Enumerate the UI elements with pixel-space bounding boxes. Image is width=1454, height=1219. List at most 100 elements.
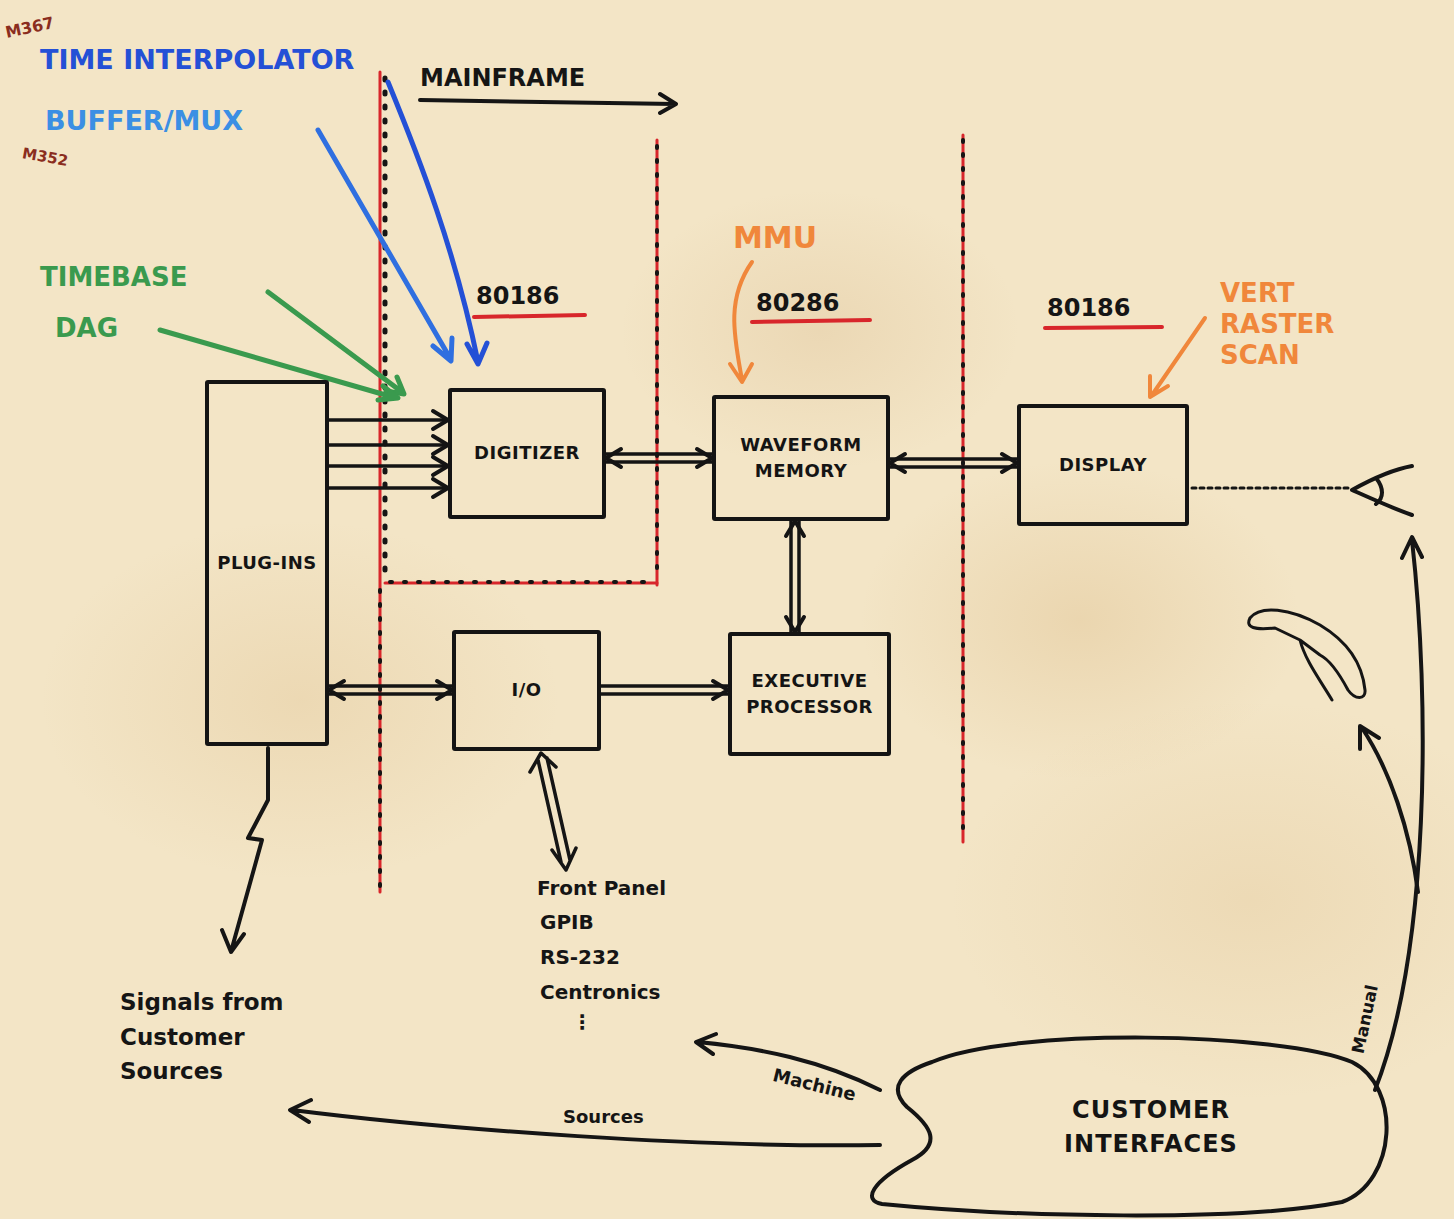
io-bus-arrow bbox=[530, 753, 576, 870]
signal-arrow bbox=[222, 748, 268, 952]
annotation-label: MAINFRAME bbox=[420, 64, 585, 93]
callout-arrow bbox=[388, 82, 487, 364]
bus-connector bbox=[786, 521, 804, 632]
connector-line bbox=[606, 460, 712, 464]
connector-line bbox=[789, 521, 793, 632]
annotation-label: TIMEBASE bbox=[40, 262, 187, 293]
bus-connector bbox=[601, 681, 728, 699]
callout-arrow bbox=[160, 330, 398, 400]
leader-arrow bbox=[1360, 726, 1418, 892]
underline bbox=[1045, 327, 1162, 328]
node-label: PLUG-INS bbox=[217, 550, 317, 576]
bus-connector bbox=[329, 457, 448, 475]
annotation-label: ⋮ bbox=[572, 1010, 592, 1034]
annotation-label: M352 bbox=[21, 144, 70, 170]
io-box: I/O bbox=[452, 630, 601, 751]
underline bbox=[752, 320, 870, 322]
bus-connector bbox=[329, 479, 448, 497]
partition-dots bbox=[378, 590, 382, 890]
bus-connector bbox=[606, 449, 712, 467]
node-text-group: DISPLAY bbox=[1059, 452, 1147, 478]
arrow-head bbox=[786, 521, 804, 536]
display-box: DISPLAY bbox=[1017, 404, 1189, 526]
hand-symbol bbox=[1249, 610, 1365, 700]
annotation-label: BUFFER/MUX bbox=[45, 105, 243, 137]
connector-line bbox=[329, 464, 448, 468]
arrow-head bbox=[433, 457, 448, 475]
partition-line bbox=[962, 135, 965, 842]
digitizer-box: DIGITIZER bbox=[448, 388, 606, 519]
node-text-group: WAVEFORM MEMORY bbox=[724, 432, 878, 484]
annotation-label: MMU bbox=[733, 220, 817, 256]
annotation-label: Signals from Customer Sources bbox=[120, 985, 320, 1089]
connector-line bbox=[329, 692, 452, 696]
sight-line bbox=[1192, 487, 1350, 490]
arrow-head bbox=[890, 454, 905, 472]
connector-line bbox=[797, 521, 801, 632]
node-label: DIGITIZER bbox=[474, 440, 580, 466]
partition-dots bbox=[390, 580, 655, 584]
arrow-head bbox=[437, 681, 452, 699]
partition-dots bbox=[383, 78, 388, 582]
node-text-group: PLUG-INS bbox=[217, 550, 317, 576]
annotation-label: DAG bbox=[55, 313, 118, 344]
arrow-head bbox=[786, 617, 804, 632]
mainframe-arrow bbox=[420, 94, 676, 113]
node-label: CUSTOMER INTERFACES bbox=[1036, 1094, 1266, 1161]
partition-line bbox=[656, 140, 659, 585]
annotation-label: Front Panel bbox=[537, 876, 666, 900]
annotation-label: VERT RASTER SCAN bbox=[1220, 278, 1360, 372]
arrow-head bbox=[713, 681, 728, 699]
bus-connector bbox=[890, 454, 1017, 472]
callout-arrow bbox=[1150, 318, 1205, 397]
arrow-head bbox=[329, 681, 344, 699]
node-label: EXECUTIVE PROCESSOR bbox=[740, 668, 879, 720]
connector-line bbox=[329, 418, 448, 422]
eye-symbol bbox=[1352, 466, 1412, 515]
connector-line bbox=[601, 684, 728, 688]
annotation-label: Sources bbox=[563, 1106, 644, 1128]
annotation-label: Manual bbox=[1348, 983, 1382, 1056]
node-label: I/O bbox=[511, 677, 541, 703]
annotation-label: 80286 bbox=[756, 289, 840, 318]
arrow-head bbox=[697, 449, 712, 467]
annotation-label: M367 bbox=[4, 13, 56, 42]
underline bbox=[474, 315, 585, 317]
blob-outline-path bbox=[872, 1038, 1387, 1216]
bus-connector bbox=[329, 411, 448, 429]
node-label: DISPLAY bbox=[1059, 452, 1147, 478]
partition-line bbox=[379, 72, 382, 892]
callout-arrow bbox=[730, 262, 752, 382]
annotation-label: GPIB bbox=[540, 910, 594, 934]
node-text-group: I/O bbox=[511, 677, 541, 703]
node-label: WAVEFORM MEMORY bbox=[724, 432, 878, 484]
node-text-group: DIGITIZER bbox=[474, 440, 580, 466]
partition-dots bbox=[961, 140, 965, 840]
annotation-label: 80186 bbox=[476, 282, 560, 311]
annotation-label: RS-232 bbox=[540, 945, 620, 969]
plug-in-box: PLUG-INS bbox=[205, 380, 329, 746]
memory-box: WAVEFORM MEMORY bbox=[712, 395, 890, 521]
connector-line bbox=[329, 486, 448, 490]
arrow-head bbox=[433, 436, 448, 454]
annotation-label: Machine bbox=[771, 1064, 858, 1105]
arrow-head bbox=[433, 479, 448, 497]
processor-box: EXECUTIVE PROCESSOR bbox=[728, 632, 891, 756]
annotation-label: TIME INTERPOLATOR bbox=[40, 44, 354, 76]
customer-blob: CUSTOMER INTERFACES bbox=[862, 1032, 1390, 1214]
leader-arrow bbox=[290, 1100, 880, 1145]
node-text-group: EXECUTIVE PROCESSOR bbox=[740, 668, 879, 720]
bus-connector bbox=[329, 681, 452, 699]
connector-line bbox=[890, 465, 1017, 469]
connector-line bbox=[329, 443, 448, 447]
annotation-label: Centronics bbox=[540, 980, 661, 1004]
connector-line bbox=[601, 692, 728, 696]
connector-line bbox=[606, 452, 712, 456]
connector-line bbox=[890, 457, 1017, 461]
leader-arrow bbox=[1375, 537, 1423, 1090]
node-text-group: CUSTOMER INTERFACES bbox=[1036, 1094, 1266, 1161]
arrow-head bbox=[433, 411, 448, 429]
arrow-head bbox=[606, 449, 621, 467]
bus-connector bbox=[329, 436, 448, 454]
arrow-head bbox=[1002, 454, 1017, 472]
